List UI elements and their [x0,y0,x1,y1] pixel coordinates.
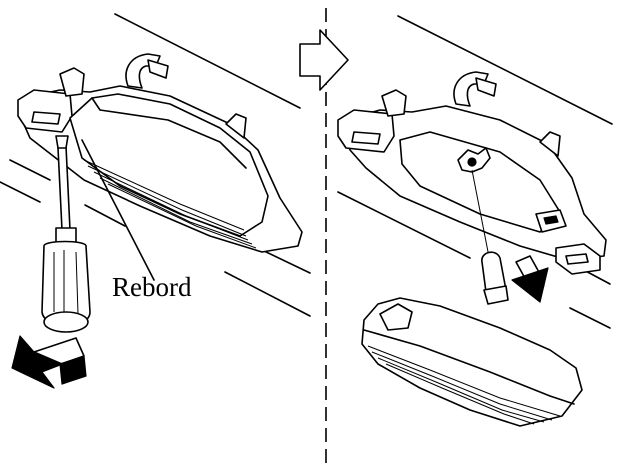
lens-rib [385,363,535,425]
push-arrow-tail [59,355,87,385]
lens-rib [87,165,247,237]
ceiling-line [569,307,611,329]
side-latch-detail [565,253,589,265]
housing-tab [539,131,561,157]
bulb-socket-icon [457,147,491,173]
ceiling-line [224,271,311,317]
down-arrow-side [525,273,545,293]
right-panel [337,15,613,427]
ceiling-line [337,191,471,259]
lens-rib [93,171,249,241]
push-arrow-icon [11,335,87,389]
lens-clip [379,303,413,331]
housing-tab [225,113,247,139]
ceiling-line [397,15,613,125]
latch-block [337,109,395,153]
rebord-leader-line [81,139,155,281]
left-panel [0,13,311,389]
bulb-guide-line [471,169,491,263]
rebord-label: Rebord [112,272,192,302]
bulb-icon [481,251,509,305]
latch-top [381,89,407,117]
latch-top [59,67,85,97]
down-arrow-icon [511,255,549,303]
lens-rib [367,345,561,417]
screwdriver-tip [55,135,69,149]
lens-top-edge [363,329,575,405]
latch-detail [351,131,381,145]
removed-lens [361,297,583,427]
clip-tab [475,77,497,97]
ceiling-line [0,181,41,203]
bulb-base [483,285,509,305]
ceiling-line [114,13,301,109]
lamp-lens [69,93,269,237]
socket-hole [467,157,477,167]
clip-tab [147,59,169,79]
lens-rib [99,177,253,245]
handle-end [43,311,89,333]
lens-body [361,297,583,427]
lens-rib [83,159,245,231]
latch-block [17,89,73,133]
ceiling-line [84,204,126,227]
ceiling-line [261,249,311,274]
step-arrow-icon [299,29,349,91]
lens-lip [91,97,247,169]
latch-detail [31,111,61,125]
right-latch-slot [543,215,559,225]
side-latch [555,243,601,275]
screwdriver-icon [41,135,91,333]
lens-rib [377,357,545,423]
ceiling-line [9,159,51,181]
lens-rib [371,351,553,421]
lens-rib [107,183,257,249]
handle-groove [75,251,79,315]
